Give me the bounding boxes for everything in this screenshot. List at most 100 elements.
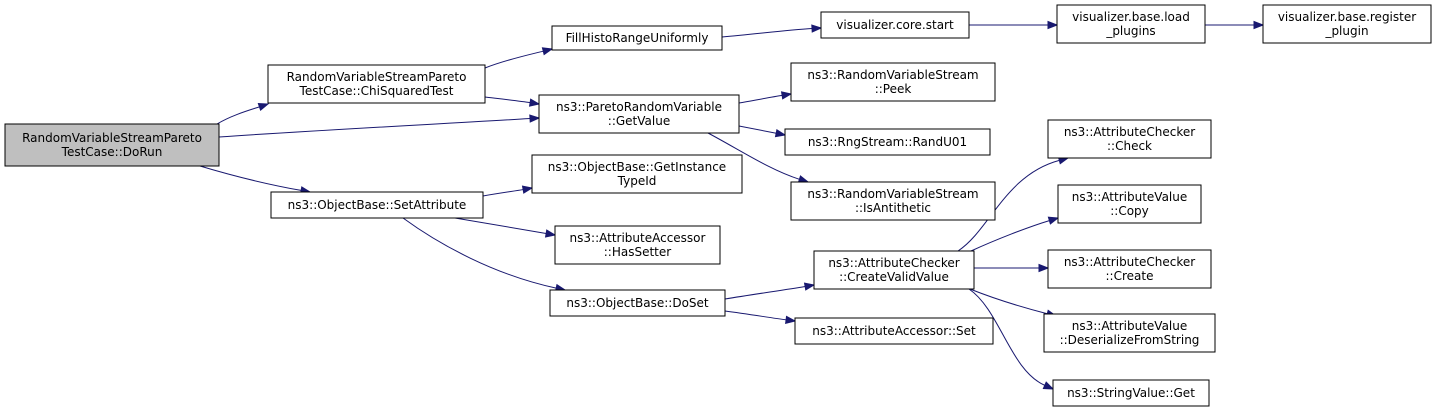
- node-label-line: TypeId: [617, 174, 657, 188]
- edge-line: [724, 310, 787, 321]
- edge-setAttribute-to-hasSetter: [454, 217, 557, 238]
- edge-line: [454, 217, 547, 234]
- node-stringGet[interactable]: ns3::StringValue::Get: [1052, 379, 1210, 407]
- node-box: [1262, 4, 1432, 44]
- edge-line: [216, 106, 260, 125]
- node-vizRegisterPlugin[interactable]: visualizer.base.register_plugin: [1262, 4, 1432, 44]
- edge-doRun-to-chiSquared: [216, 102, 270, 125]
- edge-arrowhead: [1042, 381, 1055, 390]
- node-vizCoreStart[interactable]: visualizer.core.start: [820, 11, 970, 39]
- edge-line: [724, 286, 806, 300]
- node-deserialize[interactable]: ns3::AttributeValue::DeserializeFromStri…: [1043, 313, 1216, 353]
- edge-arrowhead: [257, 102, 270, 112]
- node-box: [1057, 184, 1202, 224]
- edge-arrowhead: [528, 98, 541, 107]
- node-randU01[interactable]: ns3::RngStream::RandU01: [784, 128, 991, 156]
- edge-arrowhead: [1038, 263, 1050, 273]
- node-box: [784, 128, 991, 156]
- node-label-line: RandomVariableStreamPareto: [287, 70, 467, 84]
- edge-line: [484, 96, 531, 104]
- node-label-line: ns3::RngStream::RandU01: [808, 135, 967, 149]
- node-checkerCheck[interactable]: ns3::AttributeChecker::Check: [1047, 119, 1212, 159]
- node-createValidValue[interactable]: ns3::AttributeChecker::CreateValidValue: [813, 250, 975, 290]
- node-doSet[interactable]: ns3::ObjectBase::DoSet: [549, 289, 726, 317]
- node-rvsPeek[interactable]: ns3::RandomVariableStream::Peek: [790, 62, 996, 102]
- edge-arrowhead: [1253, 20, 1265, 30]
- edge-line: [218, 118, 531, 138]
- node-box: [538, 94, 740, 134]
- node-fillHisto[interactable]: FillHistoRangeUniformly: [551, 25, 723, 51]
- node-label-line: ns3::ObjectBase::GetInstance: [548, 160, 726, 174]
- node-chiSquared[interactable]: RandomVariableStreamParetoTestCase::ChiS…: [267, 64, 486, 104]
- node-label-line: ns3::AttributeValue: [1072, 190, 1188, 204]
- node-label-line: ns3::ObjectBase::DoSet: [566, 296, 709, 310]
- edge-line: [738, 125, 777, 134]
- node-label-line: ::CreateValidValue: [839, 270, 949, 284]
- node-box: [820, 11, 970, 39]
- node-label-line: ns3::ParetoRandomVariable: [556, 100, 722, 114]
- edge-chiSquared-to-paretoGetValue: [484, 96, 541, 107]
- node-label-line: visualizer.core.start: [836, 18, 954, 32]
- node-doRun[interactable]: RandomVariableStreamParetoTestCase::DoRu…: [4, 123, 220, 167]
- edge-line: [968, 288, 1045, 386]
- node-box: [1047, 249, 1212, 289]
- edge-doSet-to-accessorSet: [724, 310, 797, 324]
- node-accessorSet[interactable]: ns3::AttributeAccessor::Set: [794, 317, 994, 345]
- node-label-line: ns3::AttributeValue: [1072, 319, 1188, 333]
- node-label-line: FillHistoRangeUniformly: [566, 31, 709, 45]
- node-label-line: _plugin: [1324, 24, 1368, 38]
- node-box: [270, 191, 484, 219]
- node-label-line: RandomVariableStreamPareto: [22, 131, 202, 145]
- edge-arrowhead: [780, 91, 793, 100]
- node-box: [1056, 4, 1206, 44]
- edge-arrowhead: [803, 282, 816, 291]
- node-label-line: ns3::AttributeAccessor: [570, 231, 706, 245]
- edge-fillHisto-to-vizCoreStart: [721, 24, 823, 38]
- node-box: [1043, 313, 1216, 353]
- edge-vizLoadPlugins-to-vizRegisterPlugin: [1205, 20, 1265, 30]
- node-label-line: _plugins: [1105, 24, 1155, 38]
- node-box: [790, 62, 996, 102]
- node-vizLoadPlugins[interactable]: visualizer.base.load_plugins: [1056, 4, 1206, 44]
- edge-createValidValue-to-valueCopy: [970, 216, 1060, 252]
- edge-chiSquared-to-fillHisto: [484, 47, 554, 69]
- edge-line: [482, 189, 524, 197]
- node-label-line: visualizer.base.load: [1072, 10, 1190, 24]
- node-checkerCreate[interactable]: ns3::AttributeChecker::Create: [1047, 249, 1212, 289]
- node-hasSetter[interactable]: ns3::AttributeAccessor::HasSetter: [554, 225, 721, 265]
- node-label-line: ns3::RandomVariableStream: [807, 187, 978, 201]
- edge-vizCoreStart-to-vizLoadPlugins: [969, 20, 1059, 30]
- node-label-line: ns3::AttributeChecker: [828, 256, 959, 270]
- node-box: [1047, 119, 1212, 159]
- node-label-line: ::HasSetter: [604, 245, 672, 259]
- node-setAttribute[interactable]: ns3::ObjectBase::SetAttribute: [270, 191, 484, 219]
- edge-doRun-to-setAttribute: [199, 165, 312, 195]
- node-label-line: ::Check: [1107, 139, 1152, 153]
- node-label-line: ns3::AttributeChecker: [1064, 125, 1195, 139]
- edge-line: [957, 159, 1060, 252]
- node-isAntithetic[interactable]: ns3::RandomVariableStream::IsAntithetic: [790, 181, 996, 221]
- node-box: [531, 154, 743, 194]
- edge-createValidValue-to-stringGet: [968, 288, 1055, 390]
- edge-line: [738, 94, 783, 104]
- node-paretoGetValue[interactable]: ns3::ParetoRandomVariable::GetValue: [538, 94, 740, 134]
- node-box: [4, 123, 220, 167]
- node-valueCopy[interactable]: ns3::AttributeValue::Copy: [1057, 184, 1202, 224]
- node-label-line: ns3::AttributeChecker: [1064, 255, 1195, 269]
- edge-createValidValue-to-checkerCheck: [957, 156, 1070, 252]
- edge-line: [199, 165, 302, 191]
- node-box: [267, 64, 486, 104]
- node-box: [1052, 379, 1210, 407]
- edge-line: [969, 288, 1048, 315]
- edge-arrowhead: [1047, 216, 1060, 225]
- node-box: [794, 317, 994, 345]
- edge-arrowhead: [529, 114, 541, 123]
- node-label-line: ::Copy: [1110, 204, 1149, 218]
- node-label-line: ::Create: [1106, 269, 1154, 283]
- call-nodes: RandomVariableStreamParetoTestCase::DoRu…: [4, 4, 1432, 407]
- edge-line: [721, 28, 813, 38]
- node-box: [790, 181, 996, 221]
- node-box: [549, 289, 726, 317]
